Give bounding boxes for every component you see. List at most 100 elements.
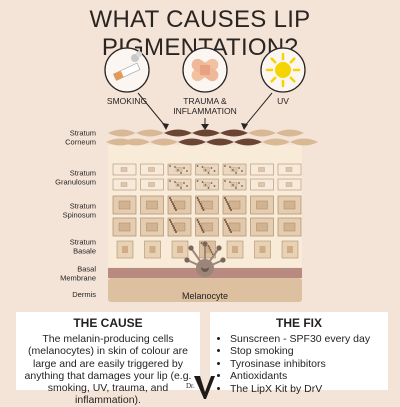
melanin-granule bbox=[174, 229, 176, 231]
page-title: WHAT CAUSES LIP PIGMENTATION? bbox=[89, 6, 311, 61]
corneum-cell bbox=[108, 129, 136, 137]
melanin-granule bbox=[224, 165, 226, 167]
dendrite bbox=[204, 247, 220, 269]
cause-panel-text: The melanin-producing cells (melanocytes… bbox=[24, 333, 192, 407]
corneum-cell bbox=[136, 129, 164, 137]
dendrite-tip bbox=[220, 257, 226, 263]
cell-nucleus bbox=[118, 200, 131, 210]
melanin-granule bbox=[169, 180, 171, 182]
melanin-granule bbox=[241, 170, 243, 172]
melanin-granule bbox=[241, 185, 243, 187]
melanin-granule bbox=[210, 182, 213, 184]
arrow-line bbox=[243, 92, 273, 128]
melanin-granule bbox=[170, 221, 172, 223]
melanin-granule bbox=[213, 170, 216, 172]
melanin-granule bbox=[230, 231, 232, 233]
melanin-granule bbox=[225, 199, 227, 201]
cell-nucleus bbox=[283, 222, 296, 232]
melanin-granule bbox=[225, 221, 227, 223]
melanin-granule bbox=[201, 181, 204, 183]
melanin-granule bbox=[200, 227, 203, 229]
melanin-granule bbox=[224, 180, 226, 182]
v-logo-icon bbox=[194, 376, 215, 399]
melanin-granule bbox=[204, 169, 207, 171]
melanin-granule bbox=[177, 169, 179, 171]
cell-nucleus bbox=[118, 222, 131, 232]
melanin-granule bbox=[198, 223, 201, 225]
melanin-granule bbox=[172, 203, 174, 205]
bandage-icon bbox=[191, 58, 219, 82]
melanin-granule bbox=[171, 223, 173, 225]
cell-nucleus bbox=[120, 182, 128, 187]
melanin-granule bbox=[196, 165, 199, 167]
melanin-granule bbox=[228, 205, 230, 207]
melanin-granule bbox=[173, 227, 175, 229]
cell-nucleus bbox=[258, 182, 265, 187]
cell-nucleus bbox=[256, 200, 268, 210]
fix-item: Antioxidants bbox=[230, 370, 382, 382]
melanocyte: Melanocyte bbox=[182, 241, 228, 301]
melanin-granule bbox=[177, 184, 179, 186]
melanin-granule bbox=[224, 219, 226, 221]
melanin-granule bbox=[183, 182, 185, 184]
cigarette-icon bbox=[113, 51, 142, 81]
fix-item: Sunscreen - SPF30 every day bbox=[230, 333, 382, 345]
melanin-granule bbox=[226, 223, 228, 225]
melanin-granule bbox=[213, 185, 216, 187]
cell-nucleus bbox=[175, 167, 183, 172]
melanin-granule bbox=[210, 251, 213, 253]
dendrite-tip bbox=[188, 245, 194, 251]
layer-label: Spinosum bbox=[63, 211, 96, 220]
melanin-granule bbox=[204, 184, 207, 186]
cause-panel-title: THE CAUSE bbox=[73, 316, 143, 330]
corneum-cell bbox=[206, 138, 234, 146]
cell-nucleus bbox=[259, 246, 266, 253]
melanin-granule bbox=[180, 187, 182, 189]
melanin-granule bbox=[169, 197, 171, 199]
arrow-head bbox=[241, 123, 248, 130]
cause-label: INFLAMMATION bbox=[173, 106, 237, 116]
fix-panel: THE FIX Sunscreen - SPF30 every day Stop… bbox=[210, 312, 388, 395]
layer-label: Stratum bbox=[70, 169, 96, 178]
corneum-cell bbox=[290, 138, 318, 146]
cause-panel: THE CAUSE The melanin-producing cells (m… bbox=[16, 312, 200, 406]
layer-label: Stratum bbox=[70, 238, 96, 247]
melanin-granule bbox=[229, 181, 231, 183]
cell-nucleus bbox=[203, 182, 210, 187]
melanin-granule bbox=[235, 187, 237, 189]
melanocyte-label: Melanocyte bbox=[182, 291, 228, 301]
fix-panel-title: THE FIX bbox=[275, 316, 322, 330]
dendrite-tip bbox=[202, 241, 208, 247]
cell-nucleus bbox=[204, 246, 211, 253]
melanin-granule bbox=[180, 172, 182, 174]
melanin-granule bbox=[208, 247, 211, 249]
cell-nucleus bbox=[148, 167, 155, 172]
cell-nucleus bbox=[146, 222, 158, 232]
melanin-granule bbox=[173, 205, 175, 207]
melanin-granule bbox=[196, 197, 199, 199]
cell-nucleus bbox=[177, 246, 183, 253]
melanin-granule bbox=[174, 166, 176, 168]
corneum-cell bbox=[150, 138, 178, 146]
brand-prefix: Dr. bbox=[186, 382, 195, 390]
melanin-granule bbox=[169, 219, 171, 221]
cause-label: UV bbox=[277, 96, 289, 106]
melanin-granule bbox=[209, 249, 212, 251]
melanin-granule bbox=[201, 229, 204, 231]
corneum-cell bbox=[122, 138, 150, 146]
cause-arrows bbox=[137, 92, 273, 130]
cell-nucleus bbox=[120, 167, 128, 172]
melanin-granule bbox=[202, 209, 205, 211]
layer-label: Basale bbox=[73, 247, 96, 256]
cell-nucleus bbox=[175, 182, 183, 187]
fix-item: Tyrosinase inhibitors bbox=[230, 358, 382, 370]
layer-label: Stratum bbox=[70, 202, 96, 211]
layer-label: Granulosum bbox=[55, 178, 96, 187]
melanin-granule bbox=[232, 169, 234, 171]
melanin-granule bbox=[197, 221, 200, 223]
corneum-cell bbox=[262, 138, 290, 146]
melanin-granule bbox=[170, 199, 172, 201]
melanin-granule bbox=[230, 209, 232, 211]
arrow-head bbox=[162, 123, 169, 130]
